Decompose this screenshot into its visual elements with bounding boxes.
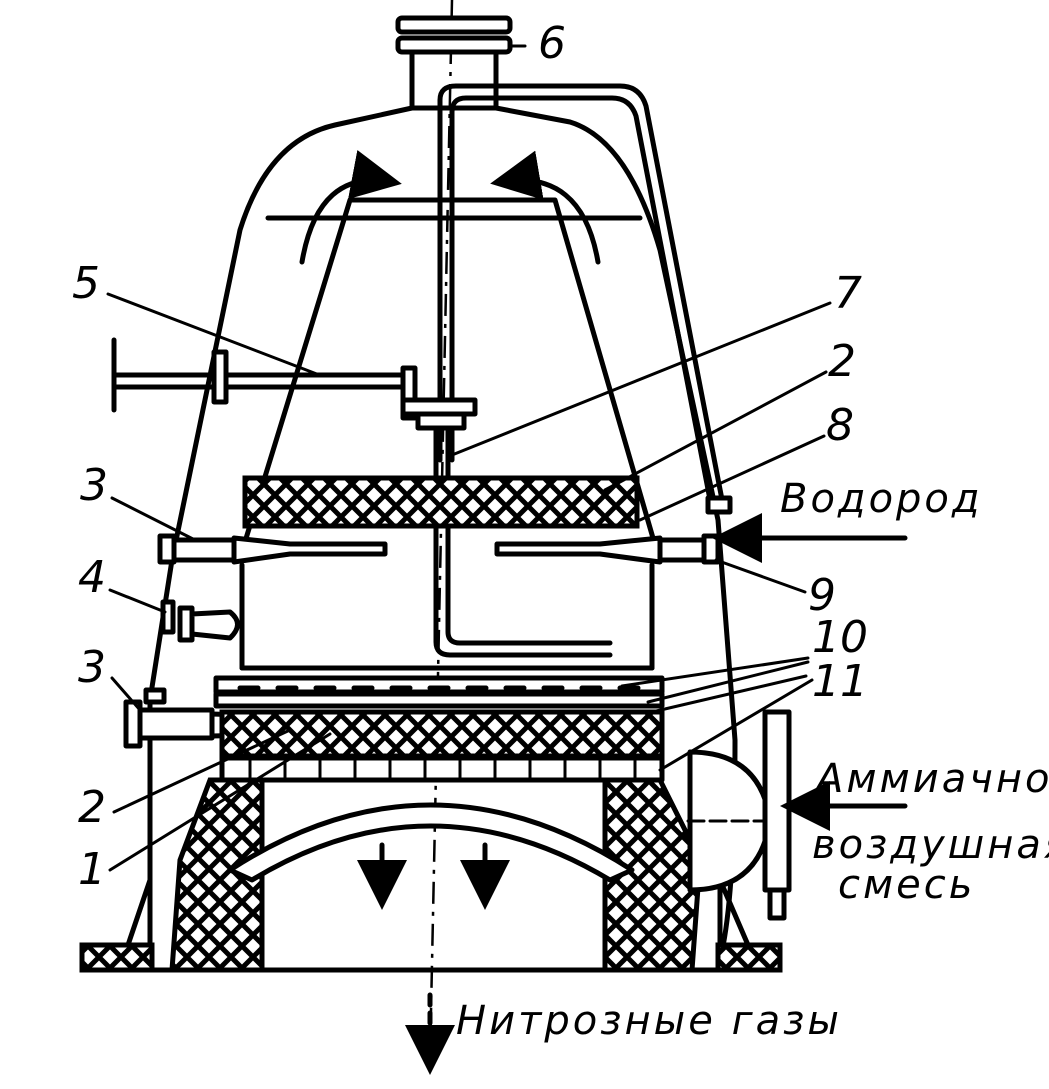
- sight-glass: [160, 599, 240, 643]
- label-2-bottom: 2: [78, 782, 106, 833]
- right-burner: [494, 533, 721, 565]
- label-5: 5: [72, 258, 100, 309]
- mix-label-line1: Аммиачно-: [813, 756, 1049, 802]
- label-2-top: 2: [828, 336, 856, 387]
- label-3-top: 3: [80, 460, 108, 511]
- top-flange: [395, 15, 513, 111]
- flow-arrow-left: [299, 150, 402, 265]
- brick-arch: [227, 802, 635, 883]
- label-6: 6: [538, 18, 566, 69]
- label-7: 7: [834, 268, 862, 319]
- label-10: 10: [812, 612, 868, 663]
- label-4: 4: [78, 552, 106, 603]
- hydrogen-tube: [437, 83, 727, 513]
- label-3-bottom: 3: [78, 642, 106, 693]
- upper-gauze-pack: [242, 475, 640, 529]
- center-axis: [428, 0, 454, 1061]
- inlet-nozzle: [686, 709, 792, 921]
- mix-label-line2: воздушная: [812, 822, 1049, 868]
- flow-arrow-right: [490, 150, 601, 265]
- left-burner: [157, 533, 388, 565]
- label-11: 11: [812, 656, 868, 707]
- outlet-label: Нитрозные газы: [456, 998, 842, 1044]
- sight-rod: [111, 337, 478, 431]
- hydrogen-label: Водород: [780, 476, 983, 522]
- thermocouple-tube: [433, 425, 613, 658]
- mix-label-line3: смесь: [838, 862, 975, 908]
- label-1: 1: [78, 844, 106, 895]
- base-flange-left: [79, 942, 155, 973]
- base-flange-right: [715, 942, 783, 973]
- label-8: 8: [826, 400, 854, 451]
- support-grids: [213, 675, 665, 709]
- lower-gauze-pack: [219, 709, 665, 759]
- refractory-right: [602, 777, 703, 973]
- label-9: 9: [808, 570, 836, 621]
- leader-lines: [106, 44, 832, 872]
